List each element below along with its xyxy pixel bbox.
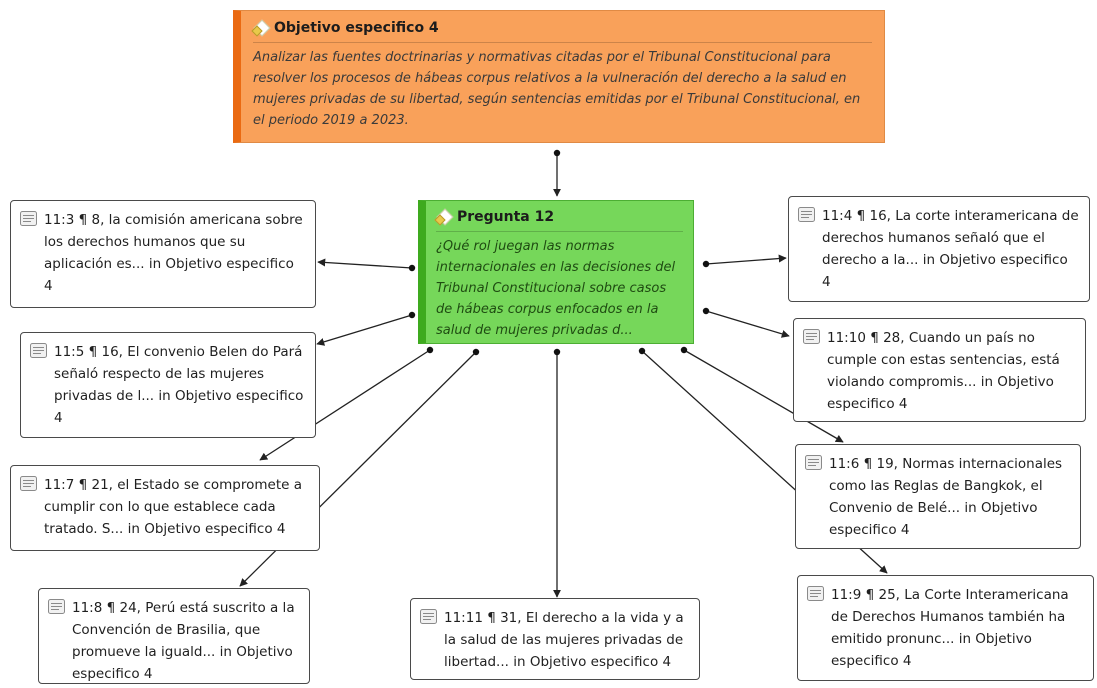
quote-node-11-10[interactable]: 11:10 ¶ 28, Cuando un país no cumple con…	[793, 318, 1086, 422]
code-diamond-icon	[436, 208, 453, 225]
objective-header: Objetivo especifico 4	[253, 19, 872, 43]
objective-title: Objetivo especifico 4	[274, 19, 439, 36]
quote-node-11-9[interactable]: 11:9 ¶ 25, La Corte Interamericana de De…	[797, 575, 1094, 681]
question-header: Pregunta 12	[436, 208, 683, 232]
quote-text: 11:6 ¶ 19, Normas internacionales como l…	[829, 456, 1063, 538]
quotation-icon	[420, 609, 437, 624]
link-question-11-10	[705, 310, 790, 338]
quotation-icon	[20, 476, 37, 491]
question-node[interactable]: Pregunta 12 ¿Qué rol juegan las normas i…	[418, 200, 694, 344]
quote-node-11-6[interactable]: 11:6 ¶ 19, Normas internacionales como l…	[795, 444, 1081, 549]
quote-node-11-5[interactable]: 11:5 ¶ 16, El convenio Belen do Pará señ…	[20, 332, 316, 438]
quote-text: 11:4 ¶ 16, La corte interamericana de de…	[822, 208, 1079, 290]
link-question-11-5	[316, 314, 413, 346]
question-comment: ¿Qué rol juegan las normas internacional…	[436, 239, 676, 338]
quotation-icon	[805, 455, 822, 470]
quote-text: 11:7 ¶ 21, el Estado se compromete a cum…	[44, 477, 303, 537]
quotation-icon	[798, 207, 815, 222]
quotation-icon	[807, 586, 824, 601]
quote-text: 11:10 ¶ 28, Cuando un país no cumple con…	[827, 330, 1060, 412]
quotation-icon	[803, 329, 820, 344]
quotation-icon	[30, 343, 47, 358]
quote-text: 11:3 ¶ 8, la comisión americana sobre lo…	[44, 212, 303, 294]
objective-comment: Analizar las fuentes doctrinarias y norm…	[253, 50, 861, 128]
quote-text: 11:8 ¶ 24, Perú está suscrito a la Conve…	[72, 600, 295, 682]
question-title: Pregunta 12	[457, 208, 555, 225]
quote-text: 11:5 ¶ 16, El convenio Belen do Pará señ…	[54, 344, 304, 426]
code-diamond-icon	[253, 19, 270, 36]
quotation-icon	[48, 599, 65, 614]
link-question-11-4	[705, 254, 787, 265]
quote-node-11-4[interactable]: 11:4 ¶ 16, La corte interamericana de de…	[788, 196, 1090, 302]
quote-node-11-3[interactable]: 11:3 ¶ 8, la comisión americana sobre lo…	[10, 200, 316, 308]
quote-node-11-7[interactable]: 11:7 ¶ 21, el Estado se compromete a cum…	[10, 465, 320, 551]
quote-text: 11:11 ¶ 31, El derecho a la vida y a la …	[444, 610, 684, 670]
objective-node[interactable]: Objetivo especifico 4 Analizar las fuent…	[233, 10, 885, 143]
quote-text: 11:9 ¶ 25, La Corte Interamericana de De…	[831, 587, 1069, 669]
link-question-11-3	[317, 258, 413, 269]
quote-node-11-8[interactable]: 11:8 ¶ 24, Perú está suscrito a la Conve…	[38, 588, 310, 684]
quotation-icon	[20, 211, 37, 226]
quote-node-11-11[interactable]: 11:11 ¶ 31, El derecho a la vida y a la …	[410, 598, 700, 680]
